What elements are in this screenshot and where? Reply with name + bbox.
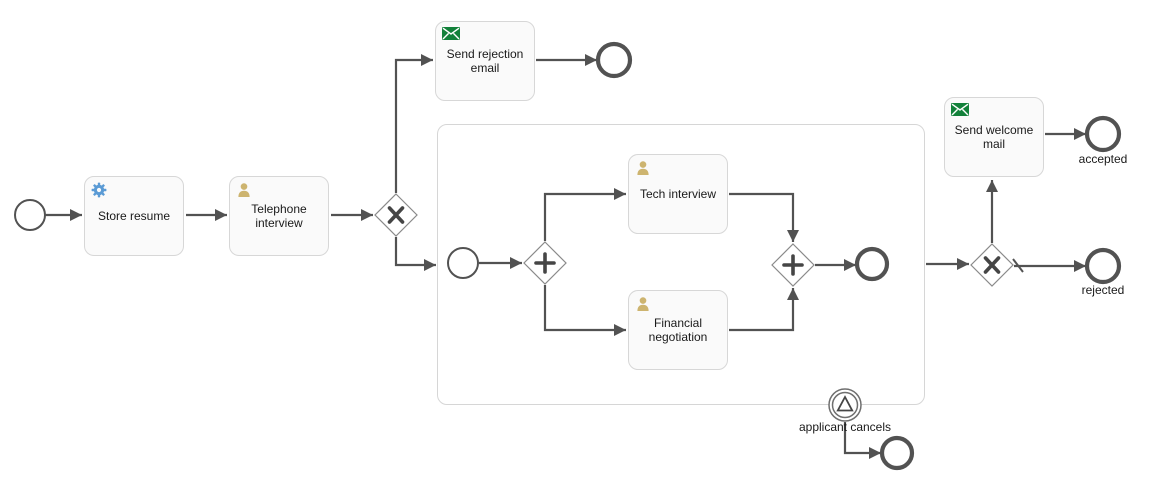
subprocess-start-event[interactable] [447,247,479,279]
task-send-welcome-mail[interactable]: Send welcome mail [944,97,1044,177]
xor-gateway-split[interactable] [374,193,418,237]
task-label: Tech interview [639,186,717,201]
start-event[interactable] [14,199,46,231]
flow-xor-to-send-rejection[interactable] [394,54,433,193]
user-icon [637,161,649,175]
subprocess-end-event[interactable] [854,246,890,282]
task-label: Send welcome mail [954,122,1034,151]
task-store-resume[interactable]: Store resume [84,176,184,256]
flow-split-to-tech-interview[interactable] [543,188,626,241]
plus-marker-icon [534,252,556,274]
end-event-rejection-sent[interactable] [595,41,633,79]
end-event-accepted[interactable] [1084,115,1122,153]
user-icon [238,183,250,197]
parallel-gateway-split[interactable] [523,241,567,285]
parallel-gateway-join[interactable] [771,243,815,287]
task-label: Store resume [97,208,171,223]
task-telephone-interview[interactable]: Telephone interview [229,176,329,256]
task-label: Send rejection email [446,46,524,75]
task-label: Financial negotiation [648,315,708,344]
flow-tech-to-parallel-join[interactable] [729,192,799,242]
end-event-rejected[interactable] [1084,247,1122,285]
default-flow-marker [1012,258,1024,273]
task-financial-negotiation[interactable]: Financial negotiation [628,290,728,370]
user-icon [637,297,649,311]
xor-marker-icon [387,206,405,224]
xor-gateway-accept-reject[interactable] [970,243,1014,287]
flow-boundary-to-cancel-end[interactable] [843,422,881,459]
task-send-rejection-email[interactable]: Send rejection email [435,21,535,101]
task-label: Telephone interview [251,201,307,230]
signal-boundary-event[interactable] [828,388,862,422]
xor-marker-icon [983,256,1001,274]
gear-icon [91,182,107,198]
label-accepted: accepted [1078,152,1128,166]
label-applicant-cancels: applicant cancels [798,420,892,434]
label-rejected: rejected [1081,283,1125,297]
flow-split-to-financial[interactable] [543,285,626,336]
task-tech-interview[interactable]: Tech interview [628,154,728,234]
flow-xor-to-subprocess[interactable] [394,237,436,271]
plus-marker-icon [782,254,804,276]
flow-financial-to-parallel-join[interactable] [729,288,799,332]
end-event-cancelled[interactable] [879,435,915,471]
envelope-icon [951,103,969,116]
envelope-icon [442,27,460,40]
signal-triangle-icon [836,395,854,412]
